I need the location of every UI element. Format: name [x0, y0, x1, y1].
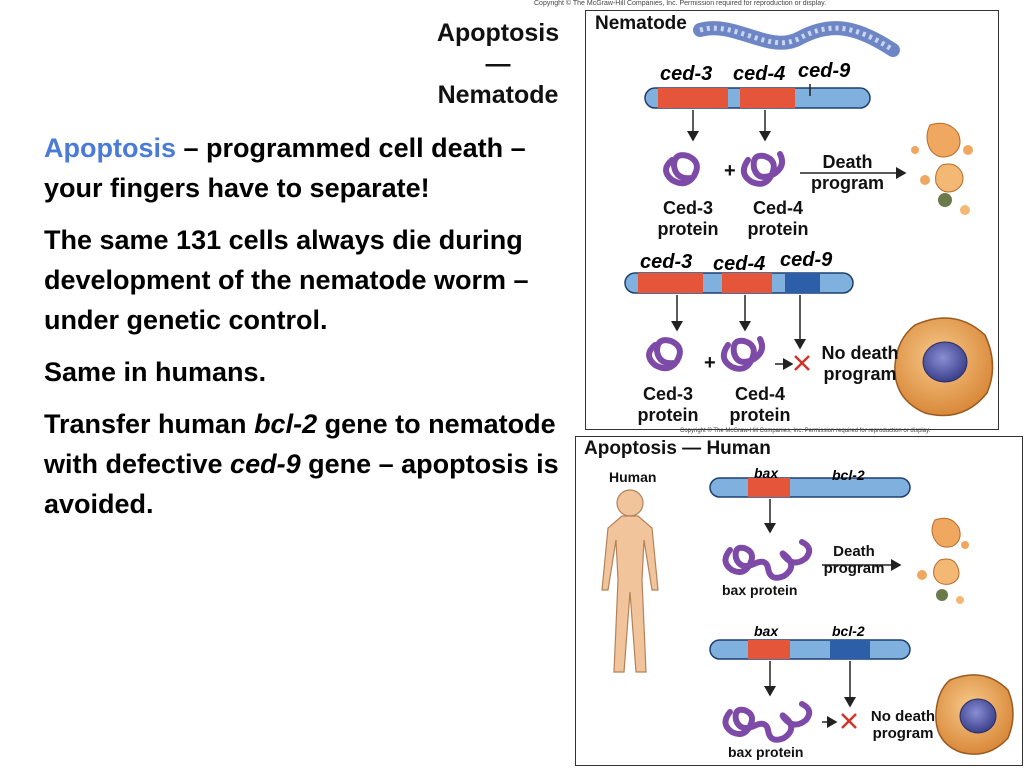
gene-label-bax: bax: [754, 465, 779, 481]
no-death-program-line2: program: [823, 364, 897, 384]
gene-label-bcl2: bcl-2: [832, 467, 865, 483]
gene-label-ced9: ced-9: [798, 60, 851, 82]
transfer-text-a: Transfer human: [44, 409, 255, 439]
healthy-cell-image: [935, 674, 1014, 755]
ced4-protein-label: Ced-4 protein: [738, 198, 818, 240]
nematode-chromosome-1: [644, 84, 871, 109]
transfer-text-c: gene to nematode with defective: [44, 409, 556, 479]
ced3-protein-label: Ced-3 protein: [628, 384, 708, 426]
apoptosis-definition: – programmed cell death – your fingers h…: [44, 133, 526, 203]
title-line-2: —: [485, 50, 511, 78]
apoptosis-term: Apoptosis: [44, 133, 176, 163]
gene-ced9: ced-9: [230, 449, 301, 479]
copyright-bottom: Copyright © The McGraw-Hill Companies, I…: [680, 428, 931, 434]
bax-protein-icon: [722, 701, 813, 743]
ced4-protein-label-line1: Ced-4: [752, 198, 803, 218]
copyright-top: Copyright © The McGraw-Hill Companies, I…: [534, 0, 827, 7]
death-program-label: Death program: [818, 543, 890, 577]
ced3-protein-label-line1: Ced-3: [662, 198, 713, 218]
paragraph-humans: Same in humans.: [44, 357, 267, 387]
human-figure-image: [601, 489, 659, 673]
human-chromosome-2: [709, 639, 911, 660]
no-death-program-line1: No death: [870, 708, 936, 725]
death-program-line2: program: [823, 560, 885, 577]
bax-protein-label: bax protein: [722, 582, 798, 598]
blocked-x-icon: [794, 355, 810, 371]
blocked-x-icon: [841, 713, 857, 729]
ced4-protein-label: Ced-4 protein: [720, 384, 800, 426]
human-figure: [575, 436, 1023, 766]
gene-label-ced4: ced-4: [713, 253, 766, 275]
nematode-chromosome-2: [624, 272, 854, 294]
apoptotic-cell-image: [911, 122, 973, 215]
ced4-protein-icon: [720, 336, 765, 372]
ced4-protein-icon: [740, 151, 785, 187]
human-label: Human: [609, 469, 657, 485]
bax-protein-icon: [722, 539, 813, 581]
human-chromosome-1: [709, 477, 911, 498]
paragraph-transfer: Transfer human bcl-2 gene to nematode wi…: [44, 404, 564, 524]
ced3-protein-label-line1: Ced-3: [642, 384, 693, 404]
ced3-protein-label-line2: protein: [637, 405, 699, 425]
title-line-3: Nematode: [437, 81, 559, 109]
nematode-worm-image: [693, 21, 900, 57]
death-program-line1: Death: [833, 543, 875, 560]
ced3-protein-label: Ced-3 protein: [648, 198, 728, 240]
no-death-program-label: No death program: [862, 708, 944, 742]
death-program-label: Death program: [800, 152, 895, 194]
ced3-protein-icon: [646, 337, 683, 372]
ced3-protein-icon: [663, 152, 700, 187]
gene-bcl2: bcl-2: [254, 409, 318, 439]
transfer-text-e: gene – apoptosis is avoided.: [44, 449, 559, 519]
gene-label-ced4: ced-4: [733, 63, 786, 85]
healthy-cell-image: [894, 317, 994, 417]
plus-sign: +: [724, 160, 736, 182]
ced4-protein-label-line2: protein: [747, 219, 809, 239]
slide-title: Apoptosis — Nematode: [414, 18, 582, 111]
death-program-line1: Death: [822, 152, 873, 172]
title-line-1: Apoptosis: [436, 19, 560, 47]
gene-label-ced9: ced-9: [780, 249, 833, 271]
ced4-protein-label-line2: protein: [729, 405, 791, 425]
no-death-program-line1: No death: [821, 343, 899, 363]
no-death-program-line2: program: [872, 725, 934, 742]
gene-label-bcl2: bcl-2: [832, 623, 865, 639]
no-death-program-label: No death program: [810, 343, 910, 385]
ced3-protein-label-line2: protein: [657, 219, 719, 239]
apoptotic-cell-image: [917, 517, 969, 604]
gene-label-bax: bax: [754, 623, 779, 639]
body-text: Apoptosis – programmed cell death – your…: [44, 128, 564, 536]
human-heading: Apoptosis — Human: [584, 438, 771, 459]
nematode-heading: Nematode: [595, 13, 687, 34]
paragraph-131-cells: The same 131 cells always die during dev…: [44, 225, 529, 335]
ced4-protein-label-line1: Ced-4: [734, 384, 785, 404]
plus-sign: +: [704, 352, 716, 374]
gene-label-ced3: ced-3: [660, 63, 713, 85]
death-program-line2: program: [810, 173, 884, 193]
gene-label-ced3: ced-3: [640, 251, 693, 273]
paragraph-apoptosis: Apoptosis – programmed cell death – your…: [44, 128, 564, 208]
bax-protein-label: bax protein: [728, 744, 804, 760]
